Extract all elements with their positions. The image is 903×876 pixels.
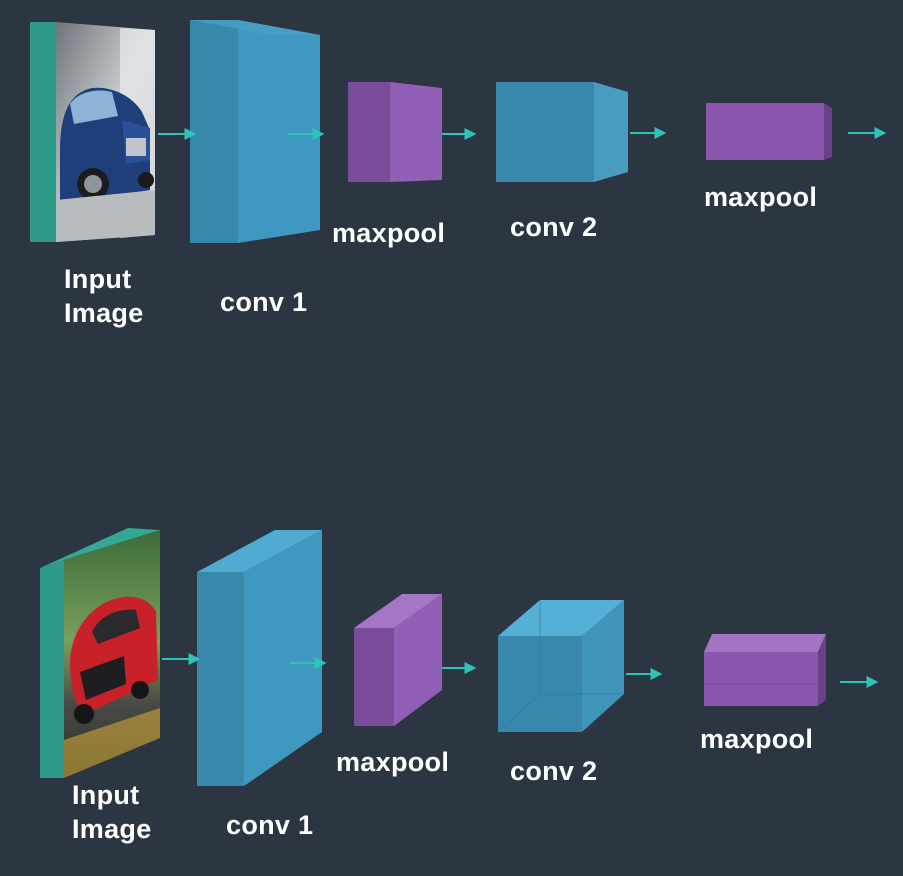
input-image-layer [30,22,155,242]
conv2-block [497,600,624,733]
conv1-block [190,20,320,243]
conv1-label: conv 1 [226,810,314,840]
maxpool1-label: maxpool [336,747,450,777]
conv2-block [496,82,628,182]
maxpool2-block [706,103,832,160]
conv1-block [197,530,322,786]
red-car-photo [64,596,160,778]
conv1-label: conv 1 [220,287,308,317]
diagram-bottom [40,528,879,786]
conv2-label: conv 2 [510,212,598,242]
blue-car-photo [56,87,155,242]
maxpool1-block [354,594,442,726]
maxpool2-label: maxpool [704,182,818,212]
maxpool2-label: maxpool [700,724,814,754]
maxpool2-block [704,634,826,706]
diagram-top [30,20,887,243]
maxpool1-label: maxpool [332,218,446,248]
input-image-layer [40,528,160,778]
input-image-label: Input Image [72,780,152,844]
input-image-label: Input Image [64,264,144,328]
maxpool1-block [348,82,442,182]
conv2-label: conv 2 [510,756,598,786]
